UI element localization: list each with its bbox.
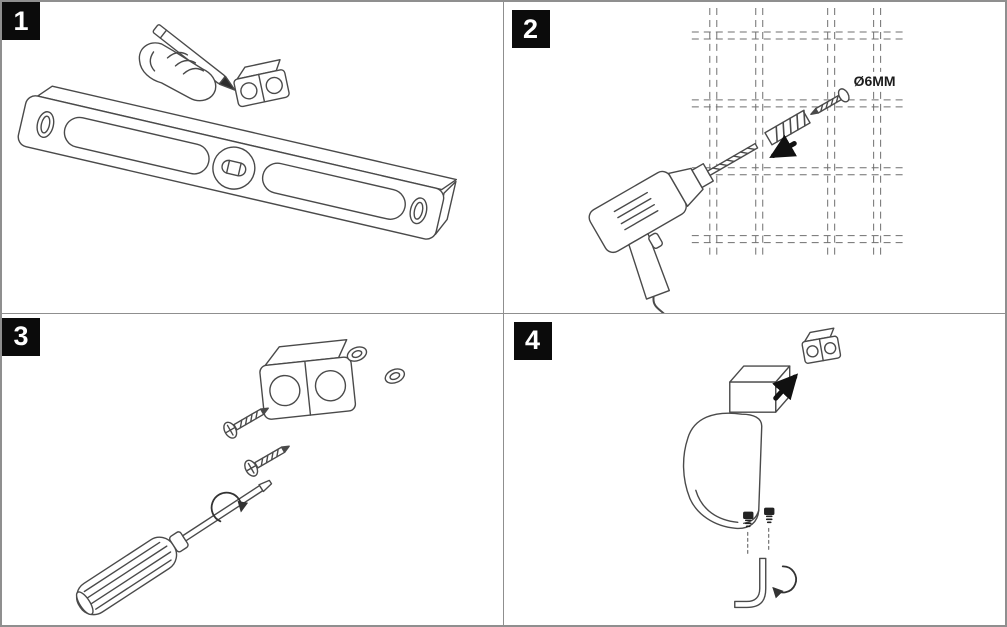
- set-screw-icon: [742, 511, 753, 527]
- rotation-arrow: [210, 491, 249, 522]
- drill-illustration: [588, 142, 758, 313]
- screwdriver-illustration: [75, 479, 273, 615]
- diameter-text: Ø6MM: [853, 73, 895, 89]
- step-4-illustration: [682, 327, 841, 608]
- step-number: 4: [524, 325, 541, 355]
- alignment-dashed-line: [746, 527, 769, 555]
- step-number-badge: 3: [2, 317, 40, 356]
- step-number: 2: [522, 13, 539, 44]
- panel-step-2: 2: [503, 2, 1005, 314]
- screw-illustration: [244, 445, 290, 477]
- holder-cover-flap-illustration: [682, 412, 762, 529]
- screw-illustration: [223, 406, 269, 439]
- wall-tile-grid: [691, 7, 904, 260]
- step-1-illustration: [17, 24, 458, 240]
- set-screw-icon: [763, 507, 774, 523]
- step-number: 1: [13, 5, 29, 36]
- panel-step-4: 4: [503, 313, 1005, 625]
- washer-icon: [346, 345, 368, 362]
- hand-illustration: [138, 42, 217, 102]
- step-2-illustration: Ø6MM: [588, 7, 906, 313]
- step-number-badge: 4: [513, 321, 552, 360]
- wall-bracket-illustration: [800, 327, 841, 364]
- hex-key-illustration: [733, 557, 766, 608]
- wall-bracket-illustration: [233, 59, 290, 108]
- insert-direction-arrow: [768, 134, 797, 158]
- step-number: 3: [13, 321, 29, 351]
- step-number-badge: 1: [2, 2, 40, 40]
- panel-step-1: 1: [2, 2, 504, 314]
- rotation-arrow: [771, 565, 797, 598]
- attach-direction-arrow: [771, 372, 798, 401]
- wall-anchor-illustration: [763, 109, 811, 158]
- spirit-level-illustration: [17, 85, 458, 240]
- step-number-badge: 2: [511, 10, 550, 48]
- washer-icon: [384, 367, 406, 384]
- panel-step-3: 3: [2, 313, 504, 625]
- screw-illustration: [809, 88, 850, 116]
- mounting-bracket-illustration: [259, 338, 357, 420]
- drill-diameter-label: Ø6MM: [849, 71, 906, 90]
- step-3-illustration: [75, 338, 406, 615]
